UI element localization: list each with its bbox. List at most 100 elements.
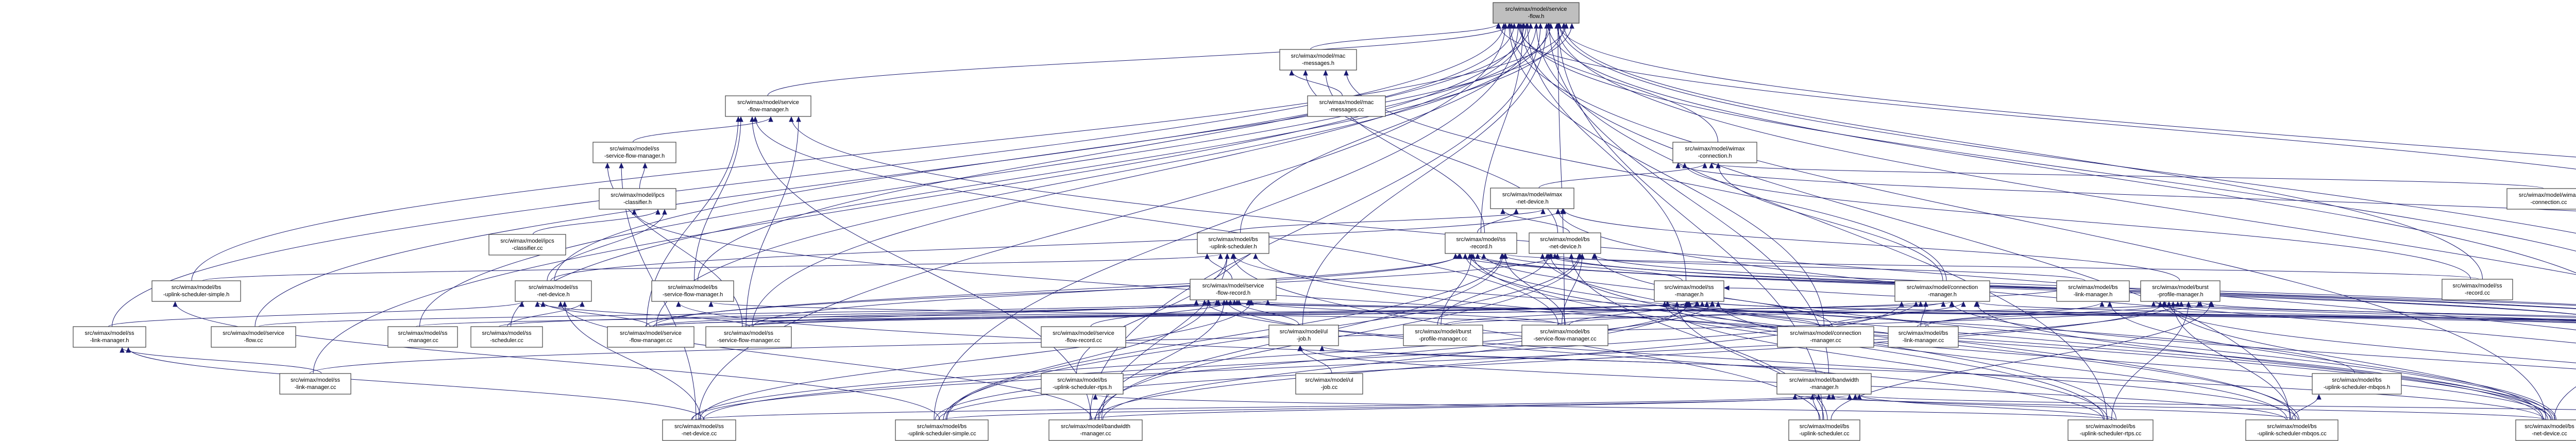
edge-ss_record_cc-to-service_flow_h — [1563, 23, 2483, 280]
graph-node-ss_link_manager_cc[interactable]: src/wimax/model/ss-link-manager.cc — [279, 373, 351, 395]
edge-bs_net_device_cc-to-burst_profile_manager_h — [2168, 301, 2544, 420]
node-label: -net-device.cc — [682, 431, 717, 437]
arrowhead-icon — [1456, 253, 1462, 259]
graph-node-bs_uplink_scheduler_rtps_cc[interactable]: src/wimax/model/bs-uplink-scheduler-rtps… — [2067, 419, 2154, 441]
arrowhead-icon — [1538, 23, 1543, 29]
graph-node-bs_uplink_scheduler_simple_h[interactable]: src/wimax/model/bs-uplink-scheduler-simp… — [151, 280, 241, 302]
graph-node-ss_service_flow_manager_cc[interactable]: src/wimax/model/ss-service-flow-manager.… — [705, 326, 792, 348]
node-label: -flow.cc — [244, 337, 263, 344]
graph-node-bs_service_flow_manager_h[interactable]: src/wimax/model/bs-service-flow-manager.… — [651, 280, 734, 302]
graph-node-bs_uplink_scheduler_mbqos_h[interactable]: src/wimax/model/bs-uplink-scheduler-mbqo… — [2312, 373, 2402, 395]
graph-node-bs_link_manager_cc[interactable]: src/wimax/model/bs-link-manager.cc — [1888, 326, 1959, 348]
arrowhead-icon — [662, 209, 667, 215]
graph-node-ipcs_classifier_cc[interactable]: src/wimax/model/ipcs-classifier.cc — [488, 234, 566, 256]
graph-node-bandwidth_manager_cc[interactable]: src/wimax/model/bandwidth-manager.cc — [1048, 419, 1143, 441]
edge-bs_net_device_cc-to-bs_net_device_h — [1595, 253, 2553, 420]
arrowhead-icon — [1470, 253, 1476, 259]
graph-node-bs_uplink_scheduler_h[interactable]: src/wimax/model/bs-uplink-scheduler.h — [1197, 232, 1269, 254]
node-label: -job.h — [1297, 336, 1311, 342]
node-box — [2506, 188, 2576, 210]
edge-ss_manager_cc-to-service_flow_h — [419, 23, 1551, 327]
graph-node-service_flow_manager_cc[interactable]: src/wimax/model/service-flow-manager.cc — [607, 326, 694, 348]
edge-ul_job_h-to-service_flow_h — [1302, 23, 1547, 326]
node-label: -flow.h — [1528, 13, 1545, 20]
graph-node-ss_manager_h[interactable]: src/wimax/model/ss-manager.h — [1654, 280, 1724, 302]
edge-bs_net_device_cc-to-ss_manager_h — [1667, 301, 2552, 420]
graph-node-ss_record_cc[interactable]: src/wimax/model/ss-record.cc — [2442, 279, 2513, 300]
graph-node-wimax_net_device_h[interactable]: src/wimax/model/wimax-net-device.h — [1490, 188, 1574, 209]
edge-bs_scheduler_cc-to-service_flow_h — [1559, 23, 2576, 234]
graph-node-bs_uplink_scheduler_rtps_h[interactable]: src/wimax/model/bs-uplink-scheduler-rtps… — [1041, 373, 1124, 395]
graph-node-bs_net_device_cc[interactable]: src/wimax/model/bs-net-device.cc — [2515, 419, 2576, 441]
edge-ss_manager_cc-to-ss_manager_h — [416, 301, 1703, 327]
edge-ss_link_manager_h-to-service_flow_h — [112, 23, 1504, 327]
edge-bs_scheduler_rtps_cc-to-connection_manager_h — [1977, 301, 2576, 322]
arrowhead-icon — [655, 209, 660, 215]
graph-node-ipcs_classifier_h[interactable]: src/wimax/model/ipcs-classifier.h — [599, 188, 676, 210]
graph-node-service_flow_manager_h[interactable]: src/wimax/model/service-flow-manager.h — [725, 95, 811, 117]
graph-node-mac_messages_h[interactable]: src/wimax/model/mac-messages.h — [1279, 49, 1357, 71]
graph-node-ss_manager_cc[interactable]: src/wimax/model/ss-manager.cc — [387, 326, 458, 348]
edge-bs_scheduler_simple_cc-to-service_flow_h — [1519, 23, 2576, 251]
graph-node-bs_service_flow_manager_cc[interactable]: src/wimax/model/bs-service-flow-manager.… — [1521, 325, 1608, 346]
root-node-service_flow_h[interactable]: src/wimax/model/service-flow.h — [1493, 2, 1580, 24]
graph-node-ss_net_device_h[interactable]: src/wimax/model/ss-net-device.h — [515, 280, 592, 302]
node-label: -profile-manager.cc — [1419, 336, 1468, 342]
edge-burst_profile_manager_cc-to-ss_record_h — [1440, 253, 1472, 326]
graph-node-ss_net_device_cc[interactable]: src/wimax/model/ss-net-device.cc — [662, 419, 736, 441]
graph-node-wimax_connection_h[interactable]: src/wimax/model/wimax-connection.h — [1672, 142, 1757, 163]
graph-node-ul_job_cc[interactable]: src/wimax/model/ul-job.cc — [1295, 373, 1363, 395]
graph-node-wimax_connection_cc[interactable]: src/wimax/model/wimax-connection.cc — [2506, 188, 2576, 210]
graph-node-bs_uplink_scheduler_simple_cc[interactable]: src/wimax/model/bs-uplink-scheduler-simp… — [895, 419, 989, 441]
arrowhead-icon — [1555, 208, 1561, 214]
graph-node-ss_record_h[interactable]: src/wimax/model/ss-record.h — [1445, 232, 1517, 254]
graph-node-mac_messages_cc[interactable]: src/wimax/model/mac-messages.cc — [1307, 95, 1386, 117]
graph-node-service_flow_record_h[interactable]: src/wimax/model/service-flow-record.h — [1190, 279, 1277, 300]
edge-bs_scheduler_cc-to-service_flow_record_h — [1249, 300, 2576, 320]
node-label: src/wimax/model/ss — [291, 377, 340, 383]
graph-node-connection_manager_h[interactable]: src/wimax/model/connection-manager.h — [1894, 280, 1990, 302]
arrowhead-icon — [1289, 70, 1294, 76]
arrowhead-icon — [796, 116, 801, 122]
node-box — [1888, 326, 1959, 348]
graph-node-ss_scheduler_cc[interactable]: src/wimax/model/ss-scheduler.cc — [470, 326, 543, 348]
graph-node-burst_profile_manager_h[interactable]: src/wimax/model/burst-profile-manager.h — [2140, 280, 2221, 302]
node-label: src/wimax/model/ss — [674, 423, 724, 430]
node-label: -net-device.cc — [2532, 431, 2567, 437]
edge-bs_uplink_scheduler_mbqos_cc-to-service_flow_record_h — [1204, 300, 2298, 420]
node-box — [705, 326, 792, 348]
edge-bs_service_flow_manager_h-to-service_flow_manager_h — [694, 116, 741, 281]
node-box — [211, 326, 296, 348]
edge-bs_net_device_cc-to-bandwidth_manager_h — [1794, 394, 2547, 420]
node-label: src/wimax/model/bs — [1540, 329, 1590, 335]
graph-node-ss_link_manager_h[interactable]: src/wimax/model/ss-link-manager.h — [73, 326, 146, 348]
node-box — [2140, 280, 2221, 302]
node-box — [1048, 419, 1143, 441]
arrowhead-icon — [1961, 301, 1966, 307]
graph-node-bandwidth_manager_h[interactable]: src/wimax/model/bandwidth-manager.h — [1776, 373, 1872, 395]
graph-node-bs_link_manager_h[interactable]: src/wimax/model/bs-link-manager.h — [2056, 280, 2130, 302]
arrowhead-icon — [632, 209, 637, 215]
graph-node-burst_profile_manager_cc[interactable]: src/wimax/model/burst-profile-manager.cc — [1403, 325, 1483, 346]
graph-node-ss_service_flow_manager_h[interactable]: src/wimax/model/ss-service-flow-manager.… — [592, 142, 676, 163]
arrowhead-icon — [1249, 299, 1254, 306]
arrowhead-icon — [708, 301, 714, 307]
node-box — [1529, 232, 1601, 254]
node-box — [1654, 280, 1724, 302]
graph-node-bs_uplink_scheduler_cc[interactable]: src/wimax/model/bs-uplink-scheduler.cc — [1788, 419, 1860, 441]
node-label: -manager.h — [1810, 384, 1839, 391]
graph-node-service_flow_cc[interactable]: src/wimax/model/service-flow.cc — [211, 326, 296, 348]
edge-bs_service_flow_manager_h-to-service_flow_h — [698, 23, 1515, 281]
node-label: -connection.cc — [2531, 199, 2567, 206]
graph-node-service_flow_record_cc[interactable]: src/wimax/model/service-flow-record.cc — [1041, 326, 1126, 348]
edge-bs_scheduler_cc-to-burst_profile_manager_h — [2164, 301, 2576, 317]
graph-node-bs_uplink_scheduler_mbqos_cc[interactable]: src/wimax/model/bs-uplink-scheduler-mbqo… — [2245, 419, 2338, 441]
arrowhead-icon — [1194, 299, 1199, 306]
graph-node-ul_job_h[interactable]: src/wimax/model/ul-job.h — [1268, 325, 1339, 346]
graph-node-connection_manager_cc[interactable]: src/wimax/model/connection-manager.cc — [1777, 326, 1874, 348]
node-box — [895, 419, 989, 441]
node-box — [2312, 373, 2402, 395]
graph-node-bs_net_device_h[interactable]: src/wimax/model/bs-net-device.h — [1529, 232, 1601, 254]
arrowhead-icon — [519, 301, 524, 307]
edge-bs_link_manager_cc-to-bs_link_manager_h — [1925, 301, 2103, 327]
